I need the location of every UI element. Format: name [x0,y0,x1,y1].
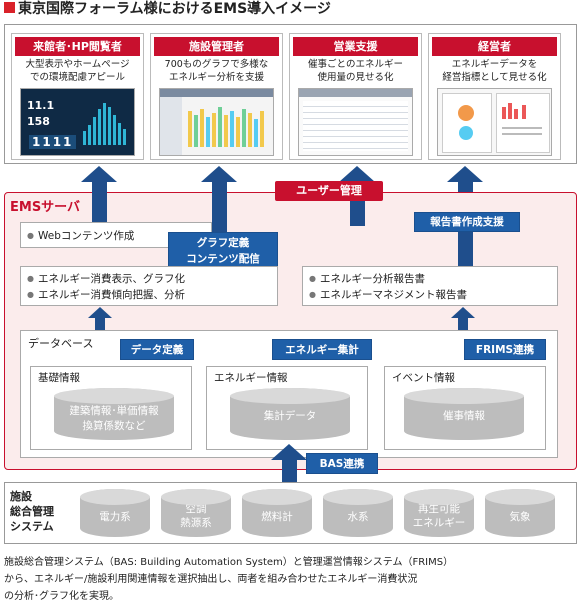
report-charts [458,103,542,140]
panel-desc: エネルギーデータを経営指標として見せる化 [442,59,547,83]
arrow-head [88,307,112,318]
panel-sales-support: 営業支援 催事ごとのエネルギー使用量の見せる化 [289,33,422,160]
graph-screenshot [159,88,274,156]
page-title: 東京国際フォーラム様におけるEMS導入イメージ [18,1,331,17]
arrow-shaft [92,192,107,222]
report-support-tag: 報告書作成支援 [414,212,520,232]
energy-aggregation-tag: エネルギー集計 [272,339,372,360]
arrow-shaft [95,318,105,330]
arrow-shaft [350,201,365,226]
signage-screenshot: 11.1 158 1111 [20,88,135,156]
database-label: データベース [28,337,94,350]
facility-system-label: 施設総合管理システム [10,490,54,533]
arrow-head [201,166,237,182]
system-fuel: 燃料計 [242,489,312,537]
system-power: 電力系 [80,489,150,537]
user-management-tag: ユーザー管理 [275,181,383,201]
panel-head: 来館者･HP閲覧者 [15,37,140,56]
system-weather: 気象 [485,489,555,537]
panel-head: 経営者 [432,37,557,56]
event-screenshot [298,88,413,156]
system-hvac: 空調熱源系 [161,489,231,537]
report-screenshot [437,88,552,156]
energy-display-item: エネルギー消費傾向把握、分析 [27,287,185,303]
energy-report-item: エネルギー分析報告書 [309,271,425,287]
data-definition-tag: データ定義 [120,339,194,360]
arrow-head [447,166,483,182]
panel-facility-manager: 施設管理者 700ものグラフで多様なエネルギー分析を支援 [150,33,283,160]
system-renewable: 再生可能エネルギー [404,489,474,537]
energy-display-box: エネルギー消費表示、グラフ化 エネルギー消費傾向把握、分析 [20,266,278,306]
signage-counter: 1111 [29,135,77,149]
arrow-shaft [458,232,473,266]
db-section-label: エネルギー情報 [214,372,288,384]
db-section-label: 基礎情報 [38,372,80,384]
panel-visitors: 来館者･HP閲覧者 大型表示やホームページでの環境配慮アピール 11.1 158… [11,33,144,160]
web-content-item: Webコンテンツ作成 [27,228,134,244]
frims-link-tag: FRIMS連携 [464,339,546,360]
arrow-shaft [458,318,468,330]
title-marker [4,2,15,13]
arrow-head [339,166,375,182]
db-section-label: イベント情報 [392,372,455,384]
signage-chart [83,103,126,145]
panel-head: 営業支援 [293,37,418,56]
arrow-shaft [212,192,227,232]
panel-desc: 催事ごとのエネルギー使用量の見せる化 [308,59,403,83]
caption: 施設総合管理システム（BAS: Building Automation Syst… [4,557,454,602]
event-data-cylinder: 催事情報 [404,388,524,440]
bas-arrow-head [271,444,307,460]
panel-executive: 経営者 エネルギーデータを経営指標として見せる化 [428,33,561,160]
ems-server-label: EMSサーバ [10,200,81,215]
system-water: 水系 [323,489,393,537]
panel-desc: 700ものグラフで多様なエネルギー分析を支援 [164,59,269,83]
arrow-shaft [282,456,297,484]
arrow-head [81,166,117,182]
signage-value: 11.1 [27,99,55,112]
graph-definition-box: グラフ定義コンテンツ配信 [168,232,278,268]
arrow-head [451,307,475,318]
panel-desc: 大型表示やホームページでの環境配慮アピール [25,59,130,83]
panel-head: 施設管理者 [154,37,279,56]
energy-display-item: エネルギー消費表示、グラフ化 [27,271,185,287]
bas-link-tag: BAS連携 [306,453,378,474]
energy-report-box: エネルギー分析報告書 エネルギーマネジメント報告書 [302,266,558,306]
graph-bars [188,107,264,147]
basic-info-cylinder: 建築情報･単価情報換算係数など [54,388,174,440]
signage-value: 158 [27,115,50,128]
energy-report-item: エネルギーマネジメント報告書 [309,287,467,303]
aggregate-data-cylinder: 集計データ [230,388,350,440]
